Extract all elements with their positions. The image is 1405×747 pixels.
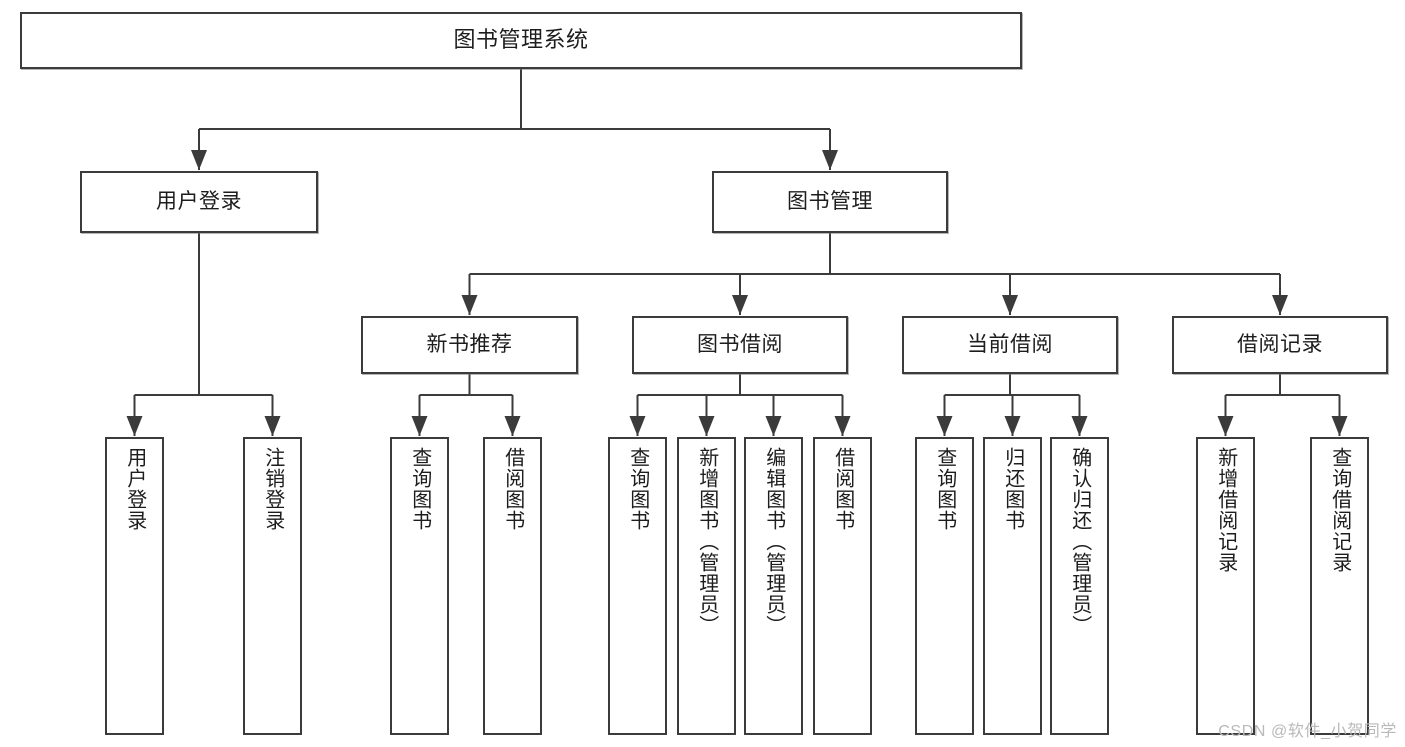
node-label: 注销登录 bbox=[261, 447, 284, 531]
node-label: 新增借阅记录 bbox=[1214, 447, 1237, 573]
node-leaf-query-book-1[interactable]: 查询图书 bbox=[390, 437, 449, 735]
node-borrowing-record[interactable]: 借阅记录 bbox=[1172, 316, 1388, 374]
node-leaf-query-borrow-record[interactable]: 查询借阅记录 bbox=[1310, 437, 1369, 735]
node-book-management[interactable]: 图书管理 bbox=[712, 171, 948, 233]
node-label: 查询图书 bbox=[408, 447, 431, 531]
node-label: 查询图书 bbox=[933, 447, 956, 531]
node-book-borrowing[interactable]: 图书借阅 bbox=[632, 316, 848, 374]
node-leaf-borrow-book-1[interactable]: 借阅图书 bbox=[483, 437, 542, 735]
node-label: 编辑图书（管理员） bbox=[762, 447, 785, 636]
node-label: 借阅记录 bbox=[1237, 333, 1323, 357]
node-leaf-add-borrow-record[interactable]: 新增借阅记录 bbox=[1196, 437, 1255, 735]
node-label: 图书借阅 bbox=[697, 333, 783, 357]
node-label: 借阅图书 bbox=[501, 447, 524, 531]
node-label: 查询借阅记录 bbox=[1328, 447, 1351, 573]
node-label: 借阅图书 bbox=[831, 447, 854, 531]
node-label: 图书管理系统 bbox=[453, 27, 589, 53]
node-new-book-recommendation[interactable]: 新书推荐 bbox=[361, 316, 578, 374]
node-leaf-edit-book-admin[interactable]: 编辑图书（管理员） bbox=[744, 437, 803, 735]
node-leaf-return-book[interactable]: 归还图书 bbox=[983, 437, 1042, 735]
node-label: 归还图书 bbox=[1001, 447, 1024, 531]
node-leaf-borrow-book-2[interactable]: 借阅图书 bbox=[813, 437, 872, 735]
node-label: 当前借阅 bbox=[967, 333, 1053, 357]
node-label: 确认归还（管理员） bbox=[1068, 447, 1091, 636]
node-leaf-query-book-2[interactable]: 查询图书 bbox=[608, 437, 667, 735]
node-label: 新增图书（管理员） bbox=[695, 447, 718, 636]
node-leaf-query-book-3[interactable]: 查询图书 bbox=[915, 437, 974, 735]
node-current-borrowing[interactable]: 当前借阅 bbox=[902, 316, 1118, 374]
node-label: 用户登录 bbox=[156, 190, 242, 214]
node-label: 图书管理 bbox=[787, 190, 873, 214]
node-leaf-add-book-admin[interactable]: 新增图书（管理员） bbox=[677, 437, 736, 735]
node-leaf-confirm-return-admin[interactable]: 确认归还（管理员） bbox=[1050, 437, 1109, 735]
node-leaf-logout[interactable]: 注销登录 bbox=[243, 437, 302, 735]
csdn-watermark: CSDN @软件_小贺同学 bbox=[1218, 723, 1397, 740]
node-label: 新书推荐 bbox=[426, 333, 513, 357]
node-user-login[interactable]: 用户登录 bbox=[80, 171, 318, 233]
node-label: 用户登录 bbox=[123, 447, 146, 531]
node-book-management-system[interactable]: 图书管理系统 bbox=[20, 12, 1022, 69]
node-leaf-user-login[interactable]: 用户登录 bbox=[105, 437, 164, 735]
node-label: 查询图书 bbox=[626, 447, 649, 531]
